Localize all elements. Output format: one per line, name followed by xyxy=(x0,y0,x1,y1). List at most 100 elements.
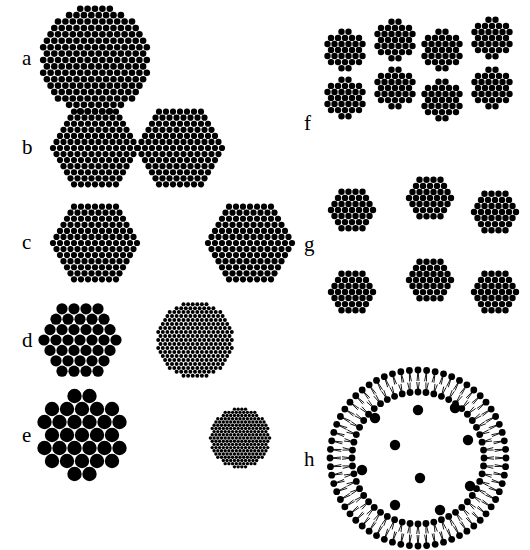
particle-dot xyxy=(92,169,98,175)
particle-dot xyxy=(129,82,136,89)
lipid-molecule xyxy=(381,373,389,387)
particle-dot xyxy=(161,338,165,342)
particle-dot xyxy=(488,283,494,289)
particle-dot xyxy=(222,440,225,443)
particle-dot xyxy=(173,151,179,157)
particle-dot xyxy=(240,440,243,443)
particle-dot xyxy=(235,449,238,452)
particle-dot xyxy=(216,417,219,420)
particle-dot xyxy=(121,82,128,89)
particle-dot xyxy=(240,407,243,410)
particle-dot xyxy=(425,47,431,53)
particle-dot xyxy=(78,216,84,222)
particle-dot xyxy=(85,121,91,127)
particle-dot xyxy=(506,197,512,203)
particle-dot xyxy=(168,366,172,370)
particle-dot xyxy=(474,295,480,301)
particle-dot xyxy=(352,89,358,95)
particle-dot xyxy=(64,264,70,270)
particle-dot xyxy=(55,31,62,38)
particle-dot xyxy=(378,37,384,43)
particle-dot xyxy=(99,157,105,163)
particle-dot xyxy=(85,181,91,187)
particle-dot xyxy=(420,183,426,189)
particle-dot xyxy=(184,133,190,139)
particle-dot xyxy=(179,306,183,310)
particle-dot xyxy=(499,221,505,227)
particle-dot xyxy=(434,183,440,189)
particle-dot xyxy=(502,283,508,289)
lipid-molecule xyxy=(477,506,490,517)
particle-dot xyxy=(236,446,239,449)
particle-dot xyxy=(188,330,192,334)
particle-dot xyxy=(342,107,348,113)
particle-dot xyxy=(114,18,121,25)
particle-dot xyxy=(187,163,193,169)
particle-dot xyxy=(218,440,221,443)
particle-dot xyxy=(349,289,355,295)
particle-dot xyxy=(214,350,218,354)
particle-dot xyxy=(345,225,351,231)
particle-dot xyxy=(233,240,239,246)
particle-dot xyxy=(441,265,447,271)
particle-dot xyxy=(208,246,214,252)
particle-dot xyxy=(218,366,222,370)
particle-dot xyxy=(224,436,227,439)
particle-dot xyxy=(198,370,202,374)
lipid-head xyxy=(327,446,334,453)
particle-dot xyxy=(345,295,351,301)
particle-dot xyxy=(175,322,179,326)
particle-dot xyxy=(233,414,236,417)
particle-dot xyxy=(441,207,447,213)
particle-dot xyxy=(191,374,195,378)
particle-dot xyxy=(149,145,155,151)
particle-dot xyxy=(166,127,172,133)
particle-dot xyxy=(264,443,267,446)
particle-dot xyxy=(359,295,365,301)
particle-dot xyxy=(441,195,447,201)
particle-dot xyxy=(250,222,256,228)
lipid-head xyxy=(366,528,373,535)
particle-dot xyxy=(363,277,369,283)
particle-dot xyxy=(214,420,217,423)
particle-dot xyxy=(71,109,77,115)
particle-dot xyxy=(225,420,228,423)
particle-dot xyxy=(78,264,84,270)
particle-dot xyxy=(442,41,448,47)
particle-dot xyxy=(123,258,129,264)
particle-dot xyxy=(186,334,190,338)
particle-dot xyxy=(235,417,238,420)
particle-dot xyxy=(198,133,204,139)
particle-dot xyxy=(215,258,221,264)
particle-dot xyxy=(207,354,211,358)
particle-dot xyxy=(172,350,176,354)
particle-dot xyxy=(446,59,452,65)
particle-dot xyxy=(144,70,151,77)
particle-dot xyxy=(173,115,179,121)
particle-dot xyxy=(229,459,232,462)
particle-dot xyxy=(64,216,70,222)
particle-dot xyxy=(275,264,281,270)
particle-dot xyxy=(240,414,243,417)
lipid-molecule xyxy=(333,421,347,429)
lipid-head xyxy=(415,543,422,550)
particle-dot xyxy=(92,303,103,314)
particle-dot xyxy=(356,35,362,41)
particle-dot xyxy=(342,35,348,41)
particle-dot xyxy=(88,246,94,252)
particle-dot xyxy=(236,440,239,443)
particle-dot xyxy=(439,97,445,103)
particle-dot xyxy=(74,115,80,121)
particle-dot xyxy=(92,5,99,12)
particle-dot xyxy=(53,151,59,157)
particle-dot xyxy=(349,207,355,213)
particle-dot xyxy=(109,222,115,228)
particle-dot xyxy=(58,89,65,96)
lipid-head xyxy=(333,421,340,428)
particle-dot xyxy=(170,109,176,115)
particle-dot xyxy=(409,43,415,49)
lipid-molecule xyxy=(366,381,376,394)
particle-dot xyxy=(156,121,162,127)
particle-dot xyxy=(268,228,274,234)
particle-dot xyxy=(342,59,348,65)
